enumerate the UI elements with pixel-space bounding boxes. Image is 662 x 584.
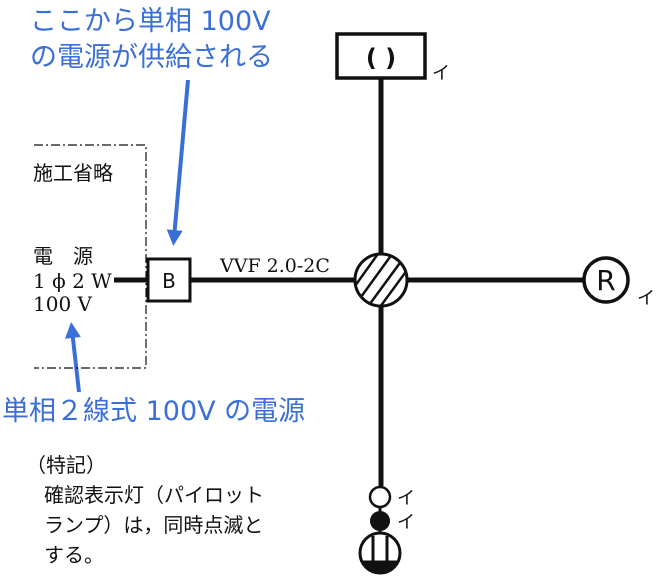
breaker-label: B xyxy=(162,269,176,293)
notes-line3: する。 xyxy=(44,543,104,567)
ceiling-fixture-box xyxy=(335,32,427,80)
pilot-lamp-icon xyxy=(368,485,392,509)
switch-icon xyxy=(370,511,390,531)
notes-line2: ランプ）は，同時点滅と xyxy=(44,513,263,537)
source-label-line2: 1 ϕ 2 W xyxy=(33,269,112,293)
notes-heading: （特記） xyxy=(26,453,106,477)
receptacle-tag: イ xyxy=(637,288,655,309)
callout-top-line1: ここから単相 100V xyxy=(30,6,271,37)
source-label-line1: 電 源 xyxy=(33,244,93,268)
switch-tag: イ xyxy=(397,512,415,533)
cable-label: VVF 2.0-2C xyxy=(219,255,330,277)
callout-top-line2: の電源が供給される xyxy=(30,42,273,73)
receptacle-label: R xyxy=(596,264,615,297)
omitted-boundary xyxy=(34,144,147,369)
breaker-box xyxy=(146,257,192,303)
source-label-line3: 100 V xyxy=(33,292,93,316)
ceiling-fixture-tag: イ xyxy=(432,63,450,84)
source-omitted-label: 施工省略 xyxy=(33,161,113,185)
callout-bottom: 単相２線式 100V の電源 xyxy=(2,396,305,427)
ceiling-fixture-label: ( ) xyxy=(366,44,396,72)
bottom-device-detail xyxy=(360,536,400,573)
pilot-lamp-tag: イ xyxy=(397,488,415,509)
notes-line1: 確認表示灯（パイロット xyxy=(44,483,264,507)
callout-arrow-top xyxy=(166,79,190,246)
receptacle-circle xyxy=(582,256,630,304)
callout-arrow-bottom xyxy=(64,322,81,393)
